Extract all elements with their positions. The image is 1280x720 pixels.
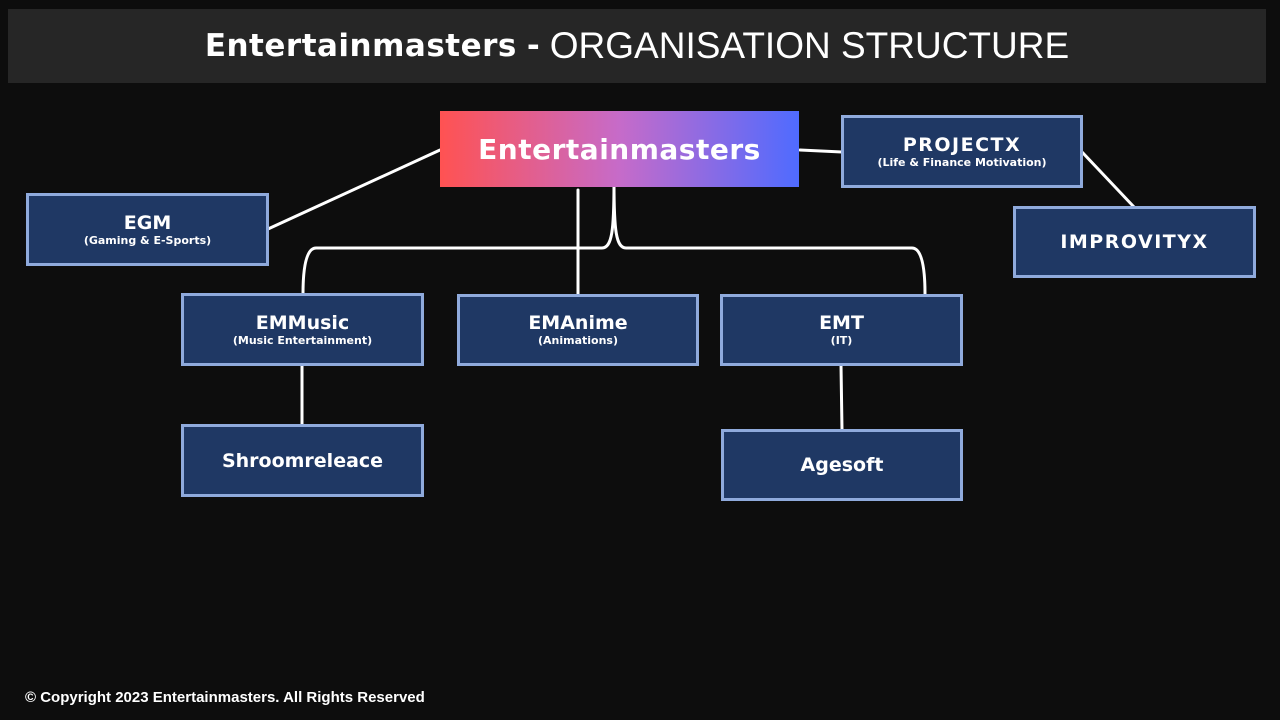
connector-root-projectx xyxy=(798,148,844,154)
node-emt: EMT (IT) xyxy=(720,294,963,366)
node-emanime-desc: (Animations) xyxy=(537,334,619,347)
node-improvityx: IMPROVITYX xyxy=(1013,206,1256,278)
connector-bracket-children xyxy=(301,181,927,296)
root-node-label: Entertainmasters xyxy=(478,132,761,166)
node-projectx-name: PROJECTX xyxy=(902,133,1022,156)
node-egm-name: EGM xyxy=(123,211,172,234)
node-emanime: EMAnime (Animations) xyxy=(457,294,699,366)
node-emmusic-name: EMMusic xyxy=(255,311,350,334)
node-emmusic-desc: (Music Entertainment) xyxy=(232,333,373,347)
node-agesoft-name: Agesoft xyxy=(800,454,884,476)
title-bar: Entertainmasters - ORGANISATION STRUCTUR… xyxy=(8,9,1266,83)
node-projectx: PROJECTX (Life & Finance Motivation) xyxy=(841,115,1083,188)
connector-emt-agesoft xyxy=(839,363,844,432)
node-projectx-desc: (Life & Finance Motivation) xyxy=(877,155,1047,169)
title-separator: - xyxy=(526,28,540,64)
node-egm-desc: (Gaming & E-Sports) xyxy=(83,233,212,247)
node-agesoft: Agesoft xyxy=(721,429,963,501)
connector-root-egm xyxy=(266,148,442,231)
node-shroomreleace-name: Shroomreleace xyxy=(221,449,384,472)
node-emanime-name: EMAnime xyxy=(528,312,628,334)
root-node: Entertainmasters xyxy=(440,111,799,187)
node-egm: EGM (Gaming & E-Sports) xyxy=(26,193,269,266)
title-subtitle: ORGANISATION STRUCTURE xyxy=(549,25,1070,66)
node-emt-name: EMT xyxy=(819,312,864,334)
connector-projectx-improvityx xyxy=(1080,150,1136,209)
node-emt-desc: (IT) xyxy=(830,334,853,347)
copyright-footer: © Copyright 2023 Entertainmasters. All R… xyxy=(25,689,425,706)
title-brand: Entertainmasters xyxy=(204,28,517,64)
node-improvityx-name: IMPROVITYX xyxy=(1060,231,1209,253)
node-emmusic: EMMusic (Music Entertainment) xyxy=(181,293,424,366)
node-shroomreleace: Shroomreleace xyxy=(181,424,424,497)
